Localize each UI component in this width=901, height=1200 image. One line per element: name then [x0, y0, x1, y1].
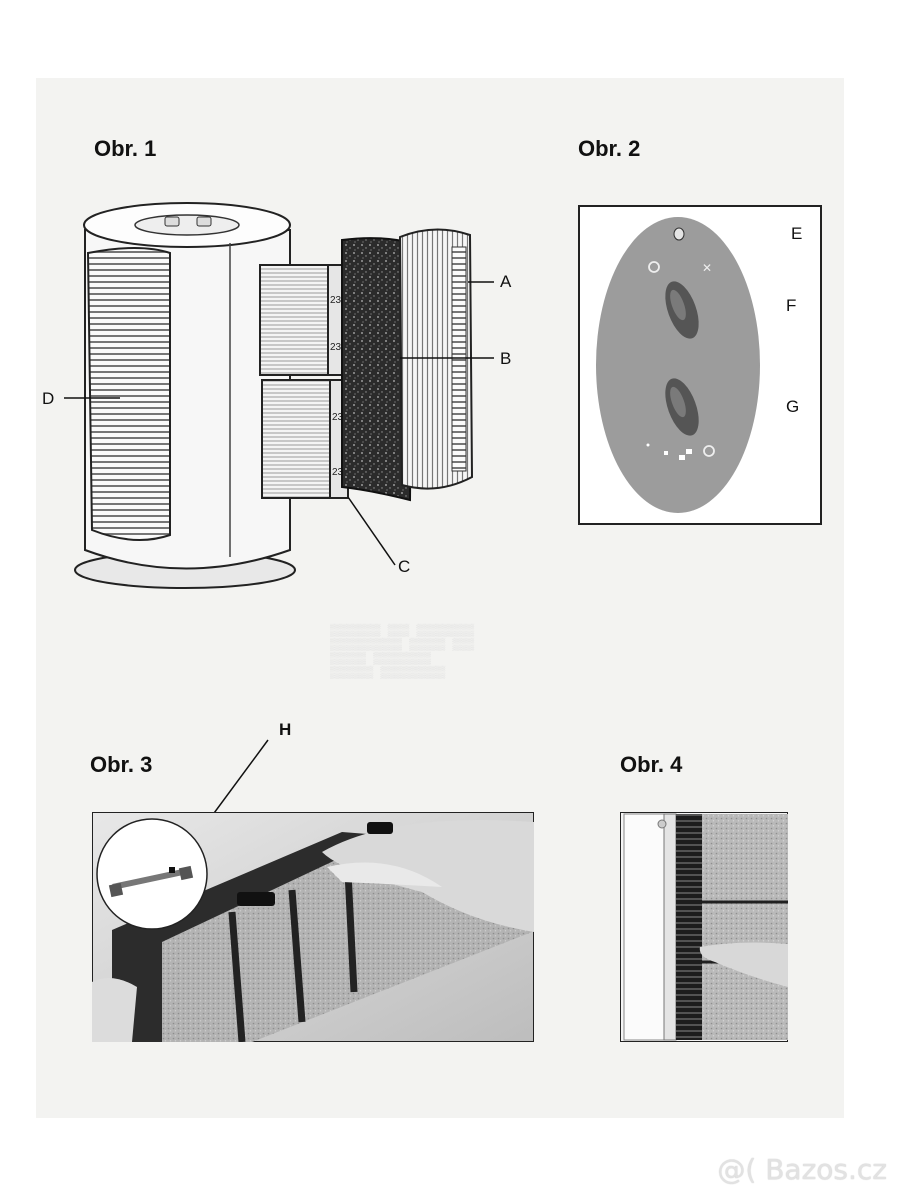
- carbon-prefilter: [341, 237, 414, 502]
- callout-f: F: [786, 296, 797, 315]
- figure-3-title: Obr. 3: [90, 752, 153, 777]
- callout-h: H: [279, 720, 292, 739]
- front-grille: [86, 247, 171, 541]
- figure-1-illustration: 23 23 23 23: [74, 202, 474, 589]
- callout-g: G: [786, 397, 800, 416]
- callout-a: A: [500, 272, 512, 291]
- callout-c: C: [398, 557, 411, 576]
- svg-text:23: 23: [330, 295, 342, 306]
- hand: [699, 942, 788, 987]
- figure-3-photo: [92, 812, 534, 1042]
- figure-2-title: Obr. 2: [578, 136, 641, 161]
- callout-d: D: [42, 389, 55, 408]
- svg-text:23: 23: [332, 412, 344, 423]
- indicator-light: [673, 227, 685, 241]
- right-hand: [322, 820, 534, 932]
- svg-text:23: 23: [330, 342, 342, 353]
- figure-1-title: Obr. 1: [94, 136, 157, 161]
- figure-4-title: Obr. 4: [620, 752, 683, 777]
- callout-b: B: [500, 349, 512, 368]
- power-icon: [648, 261, 660, 273]
- callout-e: E: [791, 224, 803, 243]
- figure-4-photo: [620, 812, 788, 1042]
- svg-text:23: 23: [332, 467, 344, 478]
- figure-2-control-panel: ✕: [578, 205, 822, 525]
- bleed-through-text: ▒▒▒▒▒▒▒ ▒▒▒ ▒▒▒▒▒▒▒▒ ▒▒▒▒▒▒▒▒▒▒ ▒▒▒▒▒ ▒▒…: [330, 624, 475, 680]
- fan-icon: ✕: [702, 261, 712, 275]
- watermark: @( Bazos.cz: [717, 1153, 887, 1186]
- left-hand: [92, 978, 137, 1042]
- inset-detail: [96, 818, 208, 930]
